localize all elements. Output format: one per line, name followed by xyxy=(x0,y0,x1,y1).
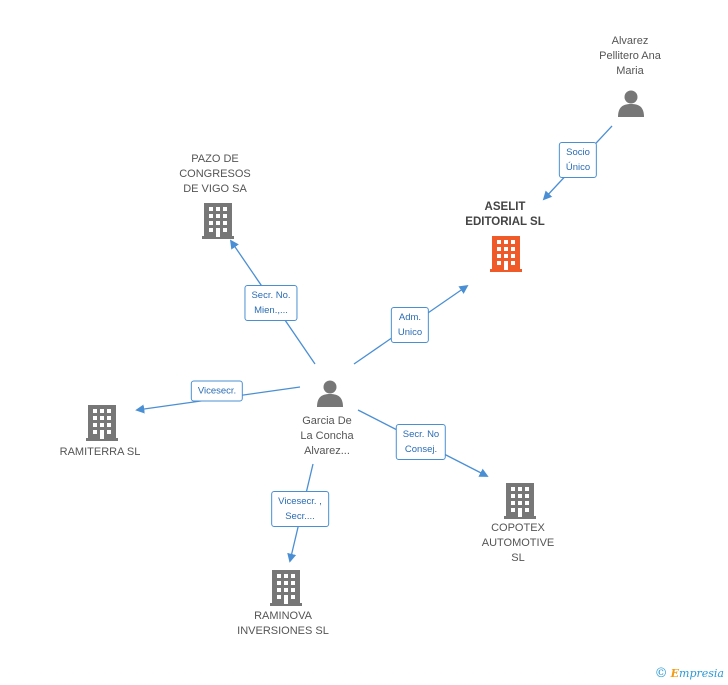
building-icon-pazo[interactable] xyxy=(202,203,234,239)
node-label-aselit: ASELIT EDITORIAL SL xyxy=(465,201,545,228)
edge-label-secr-no-mien[interactable]: Secr. No. Mien.,... xyxy=(244,285,298,321)
node-label-ramiterra: RAMITERRA SL xyxy=(59,446,141,458)
node-label-garcia: Garcia De La Concha Alvarez... xyxy=(300,415,354,457)
building-icon-copotex[interactable] xyxy=(504,483,536,519)
brand-letter: E xyxy=(670,667,680,680)
building-icon-main[interactable] xyxy=(490,236,522,272)
building-icon-raminova[interactable] xyxy=(270,570,302,606)
brand-name: mpresia xyxy=(679,667,724,680)
edge-label-vicesecr[interactable]: Vicesecr. xyxy=(190,380,244,402)
node-label-raminova: RAMINOVA INVERSIONES SL xyxy=(237,610,329,637)
edge-label-secr-no-consej[interactable]: Secr. No Consej. xyxy=(395,424,447,460)
edge-label-adm-unico[interactable]: Adm. Unico xyxy=(390,307,430,343)
node-label-copotex: COPOTEX AUTOMOTIVE SL xyxy=(481,522,555,564)
person-icon-center[interactable] xyxy=(316,379,344,407)
building-icon-ramiterra[interactable] xyxy=(86,405,118,441)
node-label-pazo: PAZO DE CONGRESOS DE VIGO SA xyxy=(179,153,251,195)
person-icon[interactable] xyxy=(617,89,645,117)
node-label-alvarez: Alvarez Pellitero Ana Maria xyxy=(599,35,661,77)
copyright-symbol: © xyxy=(654,666,668,681)
edge-label-vicesecr-secr[interactable]: Vicesecr. , Secr.... xyxy=(271,491,329,527)
empresia-logo[interactable]: ©Empresia xyxy=(655,666,724,681)
edge-label-socio-unico[interactable]: Socio Único xyxy=(558,142,598,178)
